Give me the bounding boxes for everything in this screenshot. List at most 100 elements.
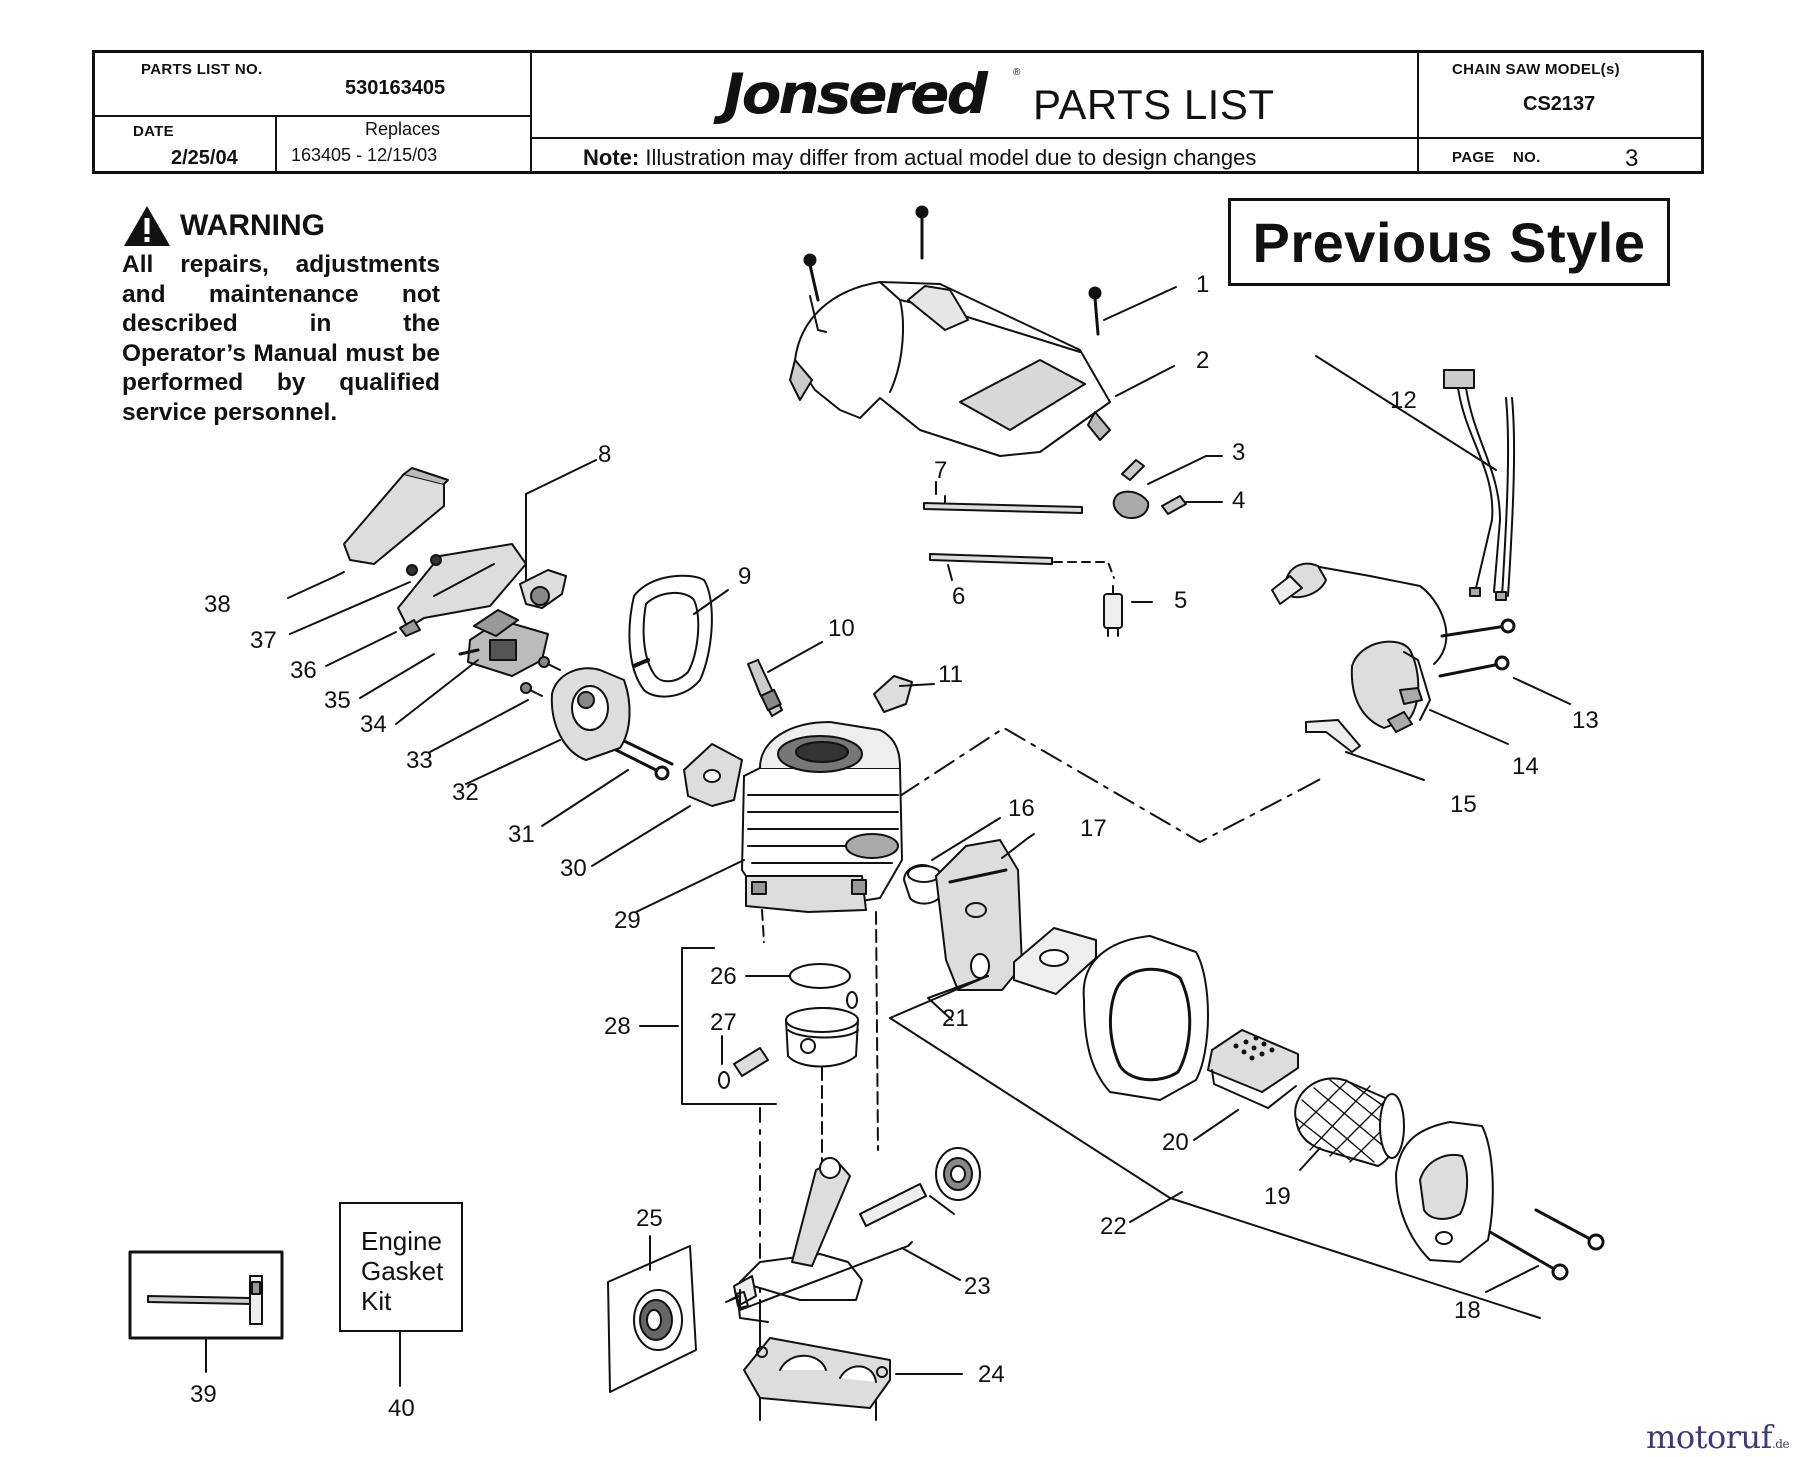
- callout-33: 33: [406, 747, 433, 774]
- cover-screws: [803, 205, 1102, 336]
- model-value: CS2137: [1523, 93, 1596, 115]
- header-divider: [530, 137, 1704, 139]
- callout-2: 2: [1196, 347, 1209, 374]
- page-label: PAGE: [1452, 149, 1495, 166]
- header-divider: [275, 117, 277, 171]
- warning-body: All repairs, adjustments and maintenance…: [122, 251, 440, 426]
- replaces-label: Replaces: [365, 119, 441, 139]
- callout-17: 17: [1080, 815, 1107, 842]
- ignition-module: [1271, 562, 1448, 733]
- carburetor: [458, 609, 549, 677]
- replaces-value: 163405 - 12/15/03: [291, 145, 438, 165]
- callout-4: 4: [1232, 487, 1245, 514]
- engine-gasket-kit-box: Engine Gasket Kit: [339, 1202, 463, 1332]
- muffler-cover-18: [1395, 1121, 1494, 1263]
- seal-25: [633, 1289, 683, 1351]
- gasket-line-3: Kit: [361, 1286, 392, 1316]
- header-divider: [1417, 53, 1419, 171]
- crankcase-24: [743, 1337, 891, 1409]
- screws-31: [610, 738, 674, 781]
- callout-40: 40: [388, 1395, 415, 1422]
- callout-27: 27: [710, 1009, 737, 1036]
- intake-32: [550, 667, 631, 761]
- gasket-16: [903, 864, 943, 905]
- design-note: Note: Illustration may differ from actua…: [583, 145, 1257, 170]
- rod-7: [923, 495, 1083, 514]
- cylinder-29: [741, 721, 903, 913]
- callout-34: 34: [360, 711, 387, 738]
- combination-tool-box-39: [128, 1250, 284, 1340]
- spark-screen-20: [1207, 1029, 1299, 1109]
- parts-list-no-label: PARTS LIST NO.: [141, 61, 263, 78]
- spark-arrestor-19: [1294, 1077, 1405, 1167]
- fuel-filter-5: [1103, 585, 1123, 637]
- callout-18: 18: [1454, 1297, 1481, 1324]
- document-title: PARTS LIST: [1033, 81, 1275, 128]
- callout-5: 5: [1174, 587, 1187, 614]
- watermark-logo: motoruf.de: [1646, 1418, 1790, 1456]
- heat-shield-17: [935, 839, 1023, 991]
- bracket-15: [1305, 719, 1361, 753]
- page-no-label: NO.: [1513, 149, 1541, 166]
- screws-33: [520, 656, 561, 697]
- callout-8: 8: [598, 441, 611, 468]
- callout-13: 13: [1572, 707, 1599, 734]
- callout-36: 36: [290, 657, 317, 684]
- callout-20: 20: [1162, 1129, 1189, 1156]
- previous-style-box: Previous Style: [1228, 198, 1670, 286]
- piston-ring-26: [789, 963, 851, 989]
- date-label: DATE: [133, 123, 174, 140]
- callout-29: 29: [614, 907, 641, 934]
- air-filter-38: [343, 473, 445, 565]
- muffler-bolts-18: [1488, 1208, 1605, 1281]
- header-table: PARTS LIST NO. 530163405 DATE 2/25/04 Re…: [92, 50, 1704, 174]
- callout-10: 10: [828, 615, 855, 642]
- decompression-valve-11: [873, 675, 913, 713]
- intake-boot-9: [628, 574, 713, 698]
- brand-logo: Jonsered: [723, 61, 988, 127]
- callout-12: 12: [1390, 387, 1417, 414]
- callout-31: 31: [508, 821, 535, 848]
- model-label: CHAIN SAW MODEL(s): [1452, 61, 1620, 78]
- callout-11: 11: [938, 661, 963, 688]
- warning-block: WARNING All repairs, adjustments and mai…: [122, 204, 440, 427]
- header-divider: [530, 53, 532, 171]
- callout-32: 32: [452, 779, 479, 806]
- callout-7: 7: [934, 457, 947, 484]
- muffler-body-22: [1082, 935, 1209, 1101]
- callout-39: 39: [190, 1381, 217, 1408]
- warning-triangle-icon: [124, 206, 170, 246]
- gasket-line-1: Engine: [361, 1226, 442, 1256]
- small-parts-3-4: [1112, 459, 1187, 520]
- callout-35: 35: [324, 687, 351, 714]
- callout-6: 6: [952, 583, 965, 610]
- air-filter-cover-37: [397, 543, 527, 637]
- ignition-wires-12: [1443, 369, 1516, 601]
- date-value: 2/25/04: [171, 147, 238, 169]
- callout-38: 38: [204, 591, 231, 618]
- spark-plug-10: [747, 659, 783, 717]
- callout-22: 22: [1100, 1213, 1127, 1240]
- gasket-line-2: Gasket: [361, 1256, 444, 1286]
- brand-registered-mark: ®: [1013, 67, 1021, 78]
- warning-title: WARNING: [180, 209, 325, 243]
- callout-9: 9: [738, 563, 751, 590]
- callout-1: 1: [1196, 271, 1209, 298]
- callout-15: 15: [1450, 791, 1477, 818]
- piston-27: [718, 991, 859, 1089]
- callout-3: 3: [1232, 439, 1245, 466]
- page-number: 3: [1625, 145, 1639, 172]
- bearing-23: [935, 1147, 981, 1201]
- crankshaft-23: [725, 1157, 927, 1309]
- callout-26: 26: [710, 963, 737, 990]
- callout-16: 16: [1008, 795, 1035, 822]
- header-divider: [95, 115, 530, 117]
- cylinder-cover: [789, 281, 1111, 457]
- callout-14: 14: [1512, 753, 1539, 780]
- callout-30: 30: [560, 855, 587, 882]
- screws-13: [1438, 618, 1516, 678]
- fitting-8: [519, 569, 567, 609]
- callout-23: 23: [964, 1273, 991, 1300]
- rod-6: [929, 553, 1053, 581]
- callout-28: 28: [604, 1013, 631, 1040]
